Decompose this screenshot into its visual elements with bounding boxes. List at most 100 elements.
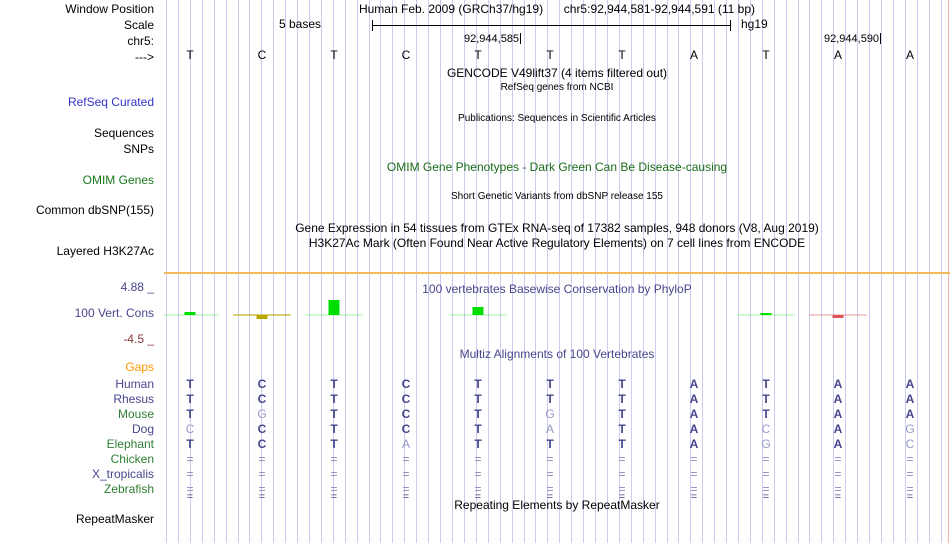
label-layered-h3k27ac[interactable]: Layered H3K27Ac	[56, 244, 154, 258]
repeat-tick: =	[690, 491, 698, 503]
label-sequences[interactable]: Sequences	[93, 126, 154, 140]
label-species-zebrafish[interactable]: Zebrafish	[103, 482, 154, 496]
conservation-bar-cell[interactable]	[232, 283, 292, 345]
data-region[interactable]	[164, 0, 950, 543]
multiz-base: =	[330, 482, 338, 496]
label-omim-genes[interactable]: OMIM Genes	[82, 173, 154, 187]
label-species-rhesus[interactable]: Rhesus	[113, 392, 154, 406]
label-cons-track[interactable]: 100 Vert. Cons	[74, 306, 154, 320]
label-window-position[interactable]: Window Position	[65, 2, 154, 16]
multiz-base: T	[186, 437, 194, 451]
multiz-base: A	[401, 437, 411, 451]
label-sequence-arrow[interactable]: --->	[135, 50, 154, 64]
guide-line	[238, 0, 239, 543]
sequence-base: T	[546, 48, 554, 62]
label-species-mouse[interactable]: Mouse	[117, 407, 154, 421]
conservation-bar	[256, 315, 268, 320]
guide-line	[535, 0, 536, 543]
gencode-title[interactable]: GENCODE V49lift37 (4 items filtered out)	[446, 66, 668, 80]
guide-line	[345, 0, 346, 543]
guide-line	[273, 0, 274, 543]
label-chrom[interactable]: chr5:	[127, 34, 154, 48]
conservation-bar-cell[interactable]	[736, 283, 796, 345]
multiz-base: A	[833, 377, 843, 391]
repeat-tick: =	[258, 491, 266, 503]
label-species-chicken[interactable]: Chicken	[110, 452, 154, 466]
multiz-base: T	[618, 437, 626, 451]
label-cons-max[interactable]: 4.88 _	[120, 280, 154, 294]
conservation-bar-cell[interactable]	[808, 283, 868, 345]
multiz-base: A	[689, 422, 699, 436]
scale-bar	[372, 20, 731, 31]
multiz-base: G	[257, 407, 267, 421]
guide-line	[595, 0, 596, 543]
multiz-base: T	[546, 377, 554, 391]
multiz-base: =	[546, 452, 554, 466]
refseq-title[interactable]: RefSeq genes from NCBI	[500, 82, 614, 93]
phylop-title[interactable]: 100 vertebrates Basewise Conservation by…	[422, 282, 692, 296]
omim-title[interactable]: OMIM Gene Phenotypes - Dark Green Can Be…	[386, 160, 728, 174]
multiz-row-x_tropicalis[interactable]: ===========	[164, 468, 950, 483]
multiz-base: =	[186, 452, 194, 466]
multiz-row-chicken[interactable]: ===========	[164, 453, 950, 468]
multiz-base: C	[401, 377, 411, 391]
conservation-baseline	[449, 314, 507, 317]
multiz-base: T	[762, 377, 770, 391]
label-species-dog[interactable]: Dog	[131, 422, 154, 436]
multiz-base: A	[905, 392, 915, 406]
multiz-base: G	[905, 422, 915, 436]
position-label[interactable]: chr5:92,944,581-92,944,591 (11 bp)	[563, 2, 756, 16]
label-common-dbsnp[interactable]: Common dbSNP(155)	[35, 203, 154, 217]
label-snps[interactable]: SNPs	[123, 142, 154, 156]
label-gaps[interactable]: Gaps	[125, 360, 154, 374]
guide-line	[774, 0, 775, 543]
gtex-title[interactable]: Gene Expression in 54 tissues from GTEx …	[295, 221, 819, 235]
conservation-bar-cell[interactable]	[304, 283, 364, 345]
multiz-title[interactable]: Multiz Alignments of 100 Vertebrates	[459, 347, 655, 361]
label-repeatmasker[interactable]: RepeatMasker	[75, 512, 154, 526]
multiz-base: C	[257, 437, 267, 451]
multiz-base: C	[401, 407, 411, 421]
ruler-tick-label: 92,944,585	[464, 33, 520, 45]
publications-title[interactable]: Publications: Sequences in Scientific Ar…	[458, 113, 656, 124]
multiz-base: =	[258, 467, 266, 481]
label-cons-min[interactable]: -4.5 _	[123, 332, 154, 346]
guide-line	[619, 0, 620, 543]
sequence-base: C	[401, 48, 411, 62]
guide-line	[762, 0, 763, 543]
label-species-elephant[interactable]: Elephant	[106, 437, 154, 451]
repeatmasker-title[interactable]: Repeating Elements by RepeatMasker	[454, 498, 660, 512]
assembly-label: Human Feb. 2009 (GRCh37/hg19)	[358, 2, 544, 16]
multiz-base: C	[257, 422, 267, 436]
label-refseq-curated[interactable]: RefSeq Curated	[67, 95, 154, 109]
conservation-bar	[328, 300, 340, 316]
label-scale[interactable]: Scale	[123, 18, 154, 32]
dbsnp-title[interactable]: Short Genetic Variants from dbSNP releas…	[451, 191, 663, 202]
guide-line	[488, 0, 489, 543]
guide-line	[226, 0, 227, 543]
conservation-chart[interactable]	[161, 283, 950, 345]
multiz-row-zebrafish[interactable]: ===========	[164, 483, 950, 498]
h3k27ac-title[interactable]: H3K27Ac Mark (Often Found Near Active Re…	[308, 236, 806, 250]
multiz-base: A	[689, 377, 699, 391]
conservation-bar-cell[interactable]	[448, 283, 508, 345]
multiz-base: =	[186, 467, 194, 481]
sequence-base: A	[689, 48, 699, 62]
label-species-human[interactable]: Human	[115, 377, 154, 391]
multiz-base: =	[906, 452, 914, 466]
guide-line	[357, 0, 358, 543]
guide-line	[452, 0, 453, 543]
multiz-base: T	[474, 437, 482, 451]
guide-line	[893, 0, 894, 543]
scale-label: 5 bases	[278, 17, 321, 31]
conservation-bar-cell[interactable]	[160, 283, 220, 345]
multiz-base: T	[474, 377, 482, 391]
label-species-x-tropicalis[interactable]: X_tropicalis	[91, 467, 154, 481]
multiz-base: =	[690, 467, 698, 481]
